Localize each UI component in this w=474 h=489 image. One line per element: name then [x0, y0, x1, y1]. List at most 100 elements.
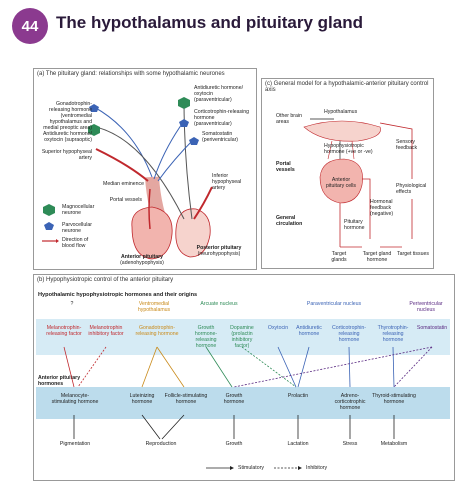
hormone-oxytocin: Oxytocin	[267, 325, 289, 331]
portal-vessel	[148, 188, 151, 230]
connector-line	[205, 346, 233, 388]
c-physiological-effects-label: Physiological effects	[396, 183, 427, 195]
hormone-trh: Thyrotrophin-releasing hormone	[377, 325, 409, 343]
panel-c: (c) General model for a hypothalamic-ant…	[261, 78, 434, 269]
legend-parvocellular-icon	[44, 222, 54, 230]
origin-periventricular: Periventricular nucleus	[409, 301, 443, 313]
hormone-gnrh: Gonadotrophin-releasing hormone	[135, 325, 179, 337]
legend-magnocellular-icon	[43, 204, 55, 216]
label-neurohypophysis: (neurohypophysis)	[197, 251, 241, 257]
hypophysiotropic-diagram	[63, 346, 433, 440]
page-title: The hypothalamus and pituitary gland	[56, 13, 363, 32]
connector-line	[241, 346, 297, 388]
neurone-adh-paraventricular	[183, 98, 193, 220]
legend-lines	[206, 466, 302, 470]
inferior-hypophyseal-artery	[193, 186, 213, 220]
label-median-eminence: Median eminence	[103, 181, 144, 187]
pit-fsh: Follicle-stimulating hormone	[164, 393, 208, 405]
origin-ventromedial: Ventromedial hypothalamus	[137, 301, 171, 313]
c-general-circ-label: General circulation	[276, 215, 303, 227]
label-adenohypophysis: (adenohypophysis)	[120, 260, 164, 266]
label-inf-hyp-artery: Inferior hypophyseal artery	[212, 173, 242, 191]
effect-metabolism: Metabolism	[380, 441, 408, 447]
hormone-mrf: Melanotrophin-releasing factor	[46, 325, 82, 337]
arrow-hormonal-feedback	[362, 178, 371, 239]
connector-line	[156, 346, 185, 388]
connector-line	[141, 414, 161, 440]
effect-growth: Growth	[225, 441, 243, 447]
connector-line	[161, 414, 185, 440]
hypothalamus-shape	[303, 120, 381, 142]
panel-c-caption: General model for a hypothalamic-anterio…	[265, 81, 429, 93]
connector-line	[348, 346, 351, 388]
pit-acth: Adreno-corticotrophic hormone	[334, 393, 366, 411]
neurone-gnrh	[93, 106, 153, 178]
c-target-tissues-label: Target tissues	[396, 251, 429, 257]
label-sup-hyp-artery: Superior hypophyseal artery	[41, 149, 92, 161]
pituitary-cells-shape	[319, 158, 363, 204]
panel-c-caption-row: (c) General model for a hypothalamic-ant…	[265, 81, 430, 93]
c-target-glands-label: Target glands	[331, 251, 347, 263]
pit-lh: Luteinizing hormone	[129, 393, 155, 405]
origin-arcuate: Arcuate nucleus	[200, 301, 238, 307]
label-anterior-pituitary: Anterior pituitary	[112, 254, 172, 260]
panel-b-tag: (b)	[37, 277, 45, 283]
origin-unknown: ?	[70, 301, 74, 307]
pit-gh: Growth hormone	[223, 393, 245, 405]
effect-lactation: Lactation	[287, 441, 309, 447]
neurone-somatostatin	[157, 138, 195, 182]
label-adh-paraventricular: Antidiuretic hormone/ oxytocin (paravent…	[194, 85, 244, 103]
hormone-mif: Melanotrophin inhibitory factor	[88, 325, 124, 337]
hormone-dopamine: Dopamine (prolactin inhibitory factor)	[230, 325, 254, 349]
connector-line	[77, 346, 107, 388]
control-axis-diagram	[303, 118, 413, 248]
panel-b-heading: Hypothalamic hypophysiotropic hormones a…	[38, 292, 198, 298]
connector-line	[393, 346, 433, 388]
c-hormonal-feedback-label: Hormonal feedback (negative)	[370, 199, 394, 217]
label-adh-supraoptic: Antidiuretic hormone/ oxytocin (supraopt…	[42, 131, 92, 143]
c-target-gland-hormone-label: Target gland hormone	[362, 251, 392, 263]
legend-parvocellular-label: Parvocellular neurone	[62, 222, 92, 234]
parvocellular-neurone-shape	[189, 137, 199, 145]
panel-b-caption-row: (b) Hypophysiotropic control of the ante…	[37, 277, 449, 283]
connector-line	[233, 346, 433, 388]
connector-line	[297, 346, 310, 388]
ant-pit-heading: Anterior pituitary hormones	[38, 375, 81, 387]
connector-line	[141, 346, 158, 388]
legend-blood-flow-label: Direction of blood flow	[62, 237, 89, 249]
posterior-pituitary-text: Posterior pituitary	[196, 245, 242, 251]
effect-reproduction: Reproduction	[145, 441, 177, 447]
stalk-shape	[327, 140, 355, 160]
c-other-brain-label: Other brain areas	[276, 113, 302, 125]
origin-paraventricular: Paraventricular nucleus	[306, 301, 362, 307]
magnocellular-neurone-shape	[88, 124, 100, 136]
chapter-number: 44	[21, 17, 39, 35]
panel-b-caption: Hypophysiotropic control of the anterior…	[46, 277, 174, 283]
label-portal-vessels: Portal vessels	[109, 197, 142, 203]
label-crh: Corticotrophin-releasing hormone (parave…	[194, 109, 250, 127]
posterior-pituitary-shape	[175, 208, 211, 258]
c-ant-pit-cells-label: Anterior pituitary cells	[326, 177, 356, 189]
label-somatostatin: Somatostatin (periventricular)	[202, 131, 239, 143]
c-portal-vessels-label: Portal vessels	[276, 161, 295, 173]
panel-a: (a) The pituitary gland: relationships w…	[33, 68, 257, 270]
hormone-ghrh: Growth hormone-releasing hormone	[194, 325, 218, 349]
c-hypophysiotropic-label: Hypophysiotropic hormone (+ve or -ve)	[324, 143, 373, 155]
connector-line	[63, 346, 75, 388]
magnocellular-neurone-shape	[178, 97, 190, 109]
connector-line	[277, 346, 297, 388]
panel-c-tag: (c)	[265, 81, 272, 87]
pit-prolactin: Prolactin	[287, 393, 309, 399]
hypothalamic-band	[36, 319, 450, 355]
legend-magnocellular-label: Magnocellular neurone	[62, 204, 95, 216]
c-pituitary-hormone-label: Pituitary hormone	[344, 219, 365, 231]
neurone-adh-supraoptic	[95, 126, 185, 220]
legend-inhibitory-arrowhead	[298, 466, 302, 470]
effect-pigmentation: Pigmentation	[59, 441, 91, 447]
parvocellular-neurone-shape	[179, 119, 189, 127]
legend-inhibitory-label: Inhibitory	[306, 465, 328, 471]
panel-b: (b) Hypophysiotropic control of the ante…	[33, 274, 455, 481]
hormone-crh: Corticotrophin-releasing hormone	[331, 325, 367, 343]
c-hypothalamus-label: Hypothalamus	[324, 109, 358, 115]
chapter-number-badge: 44	[12, 8, 48, 44]
